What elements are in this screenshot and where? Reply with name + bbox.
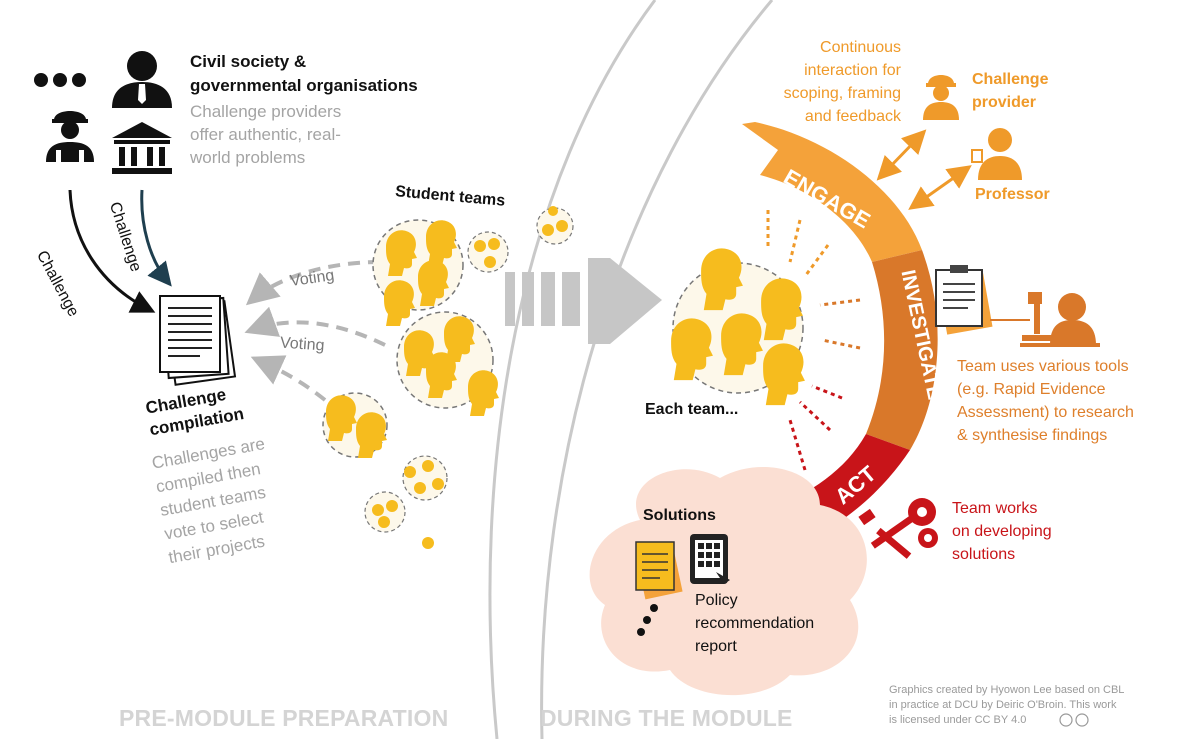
during-module-phase-label: DURING THE MODULE	[540, 705, 793, 731]
policy-report-label: Policy recommendation report	[695, 592, 815, 655]
solutions-label: Solutions	[643, 507, 716, 524]
student-head-icon	[372, 219, 464, 326]
tablet-icon	[690, 534, 730, 584]
ellipsis-icon	[34, 73, 86, 87]
document-stack-icon	[159, 295, 237, 386]
pre-module-phase-label: PRE-MODULE PREPARATION	[119, 705, 449, 731]
clipboard-icon	[935, 265, 993, 335]
team-cluster	[671, 248, 805, 406]
voting-label-2: Voting	[279, 334, 326, 355]
challenge-provider-label: Challenge provider	[972, 71, 1049, 111]
microscope-scientist-icon	[1020, 292, 1100, 347]
civil-society-description: Challenge providers offer authentic, rea…	[190, 102, 342, 167]
report-document-icon	[635, 541, 683, 600]
government-building-icon	[112, 122, 172, 174]
civil-society-title: Civil society & governmental organisatio…	[190, 52, 418, 95]
construction-worker-icon	[923, 75, 959, 120]
construction-worker-icon	[46, 111, 94, 162]
investigate-description: Team uses various tools (e.g. Rapid Evid…	[957, 358, 1134, 444]
businessman-icon	[112, 51, 172, 108]
continuous-interaction-text: Continuous interaction for scoping, fram…	[783, 39, 901, 125]
act-description: Team works on developing solutions	[952, 500, 1052, 563]
cc-license-icon	[1059, 713, 1089, 727]
divider-curve-1	[488, 0, 657, 739]
professor-icon	[971, 128, 1022, 180]
each-team-label: Each team...	[645, 401, 739, 418]
credit-text: Graphics created by Hyowon Lee based on …	[889, 684, 1125, 726]
professor-label: Professor	[975, 186, 1050, 203]
transition-arrow	[505, 258, 662, 344]
challenge-compilation-description: Challenges are compiled then student tea…	[150, 434, 268, 568]
gears-tools-icon	[858, 498, 938, 559]
